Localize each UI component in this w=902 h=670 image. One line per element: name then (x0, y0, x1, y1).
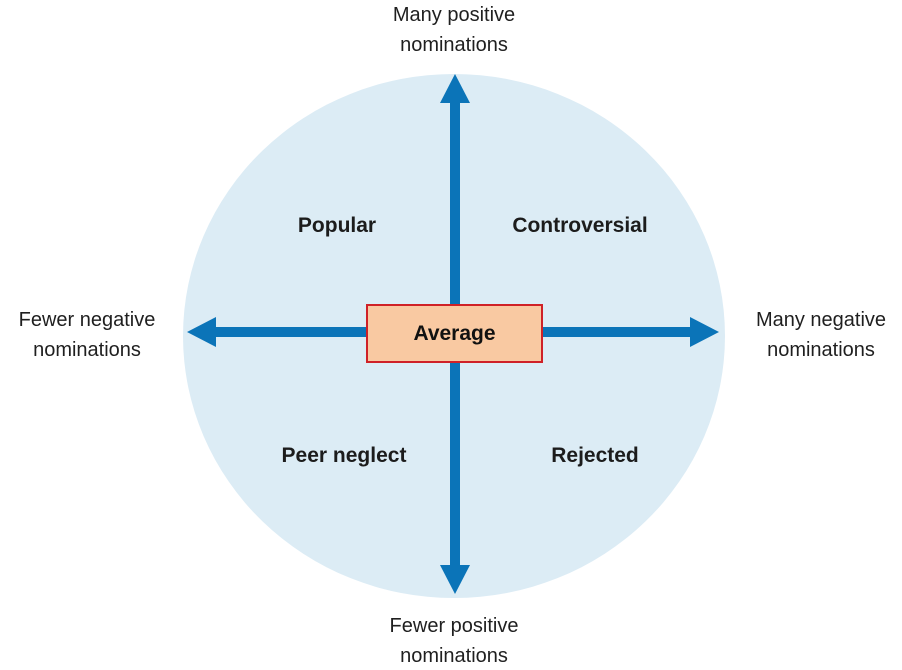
quadrant-label-popular: Popular (297, 214, 377, 237)
axis-label-many-positive: Many positive nominations (392, 4, 516, 56)
quadrant-label-controversial: Controversial (512, 214, 648, 237)
arrowhead-left-icon (187, 317, 216, 347)
arrowhead-up-icon (440, 74, 470, 103)
axis-label-many-negative: Many negative nominations (755, 309, 887, 361)
center-average-label: Average (413, 321, 496, 345)
axis-label-fewer-positive: Fewer positive nominations (389, 615, 519, 667)
arrowhead-right-icon (690, 317, 719, 347)
arrowhead-down-icon (440, 565, 470, 594)
axis-label-fewer-negative: Fewer negative nominations (18, 309, 156, 361)
quadrant-label-rejected: Rejected (551, 444, 639, 467)
center-average-box: Average (366, 304, 543, 363)
quadrant-label-peer-neglect: Peer neglect (281, 444, 407, 467)
